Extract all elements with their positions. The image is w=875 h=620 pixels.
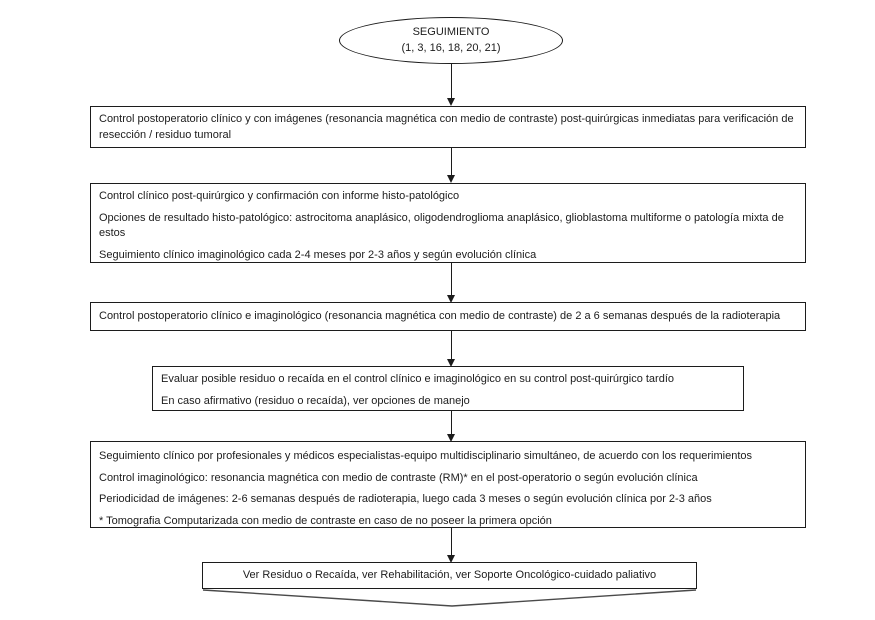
step-text-line: Ver Residuo o Recaída, ver Rehabilitació… <box>242 568 657 581</box>
step-text-line: En caso afirmativo (residuo o recaída), … <box>161 394 470 407</box>
flow-arrow-5 <box>446 411 455 442</box>
step-box-post-radiotherapy-control: Control postoperatorio clínico e imagino… <box>90 302 806 331</box>
step-box-histopathology: Control clínico post-quirúrgico y confir… <box>90 183 806 263</box>
flow-arrow-1 <box>446 64 455 106</box>
step-text-line: Evaluar posible residuo o recaída en el … <box>161 373 675 385</box>
flow-arrow-3 <box>446 263 455 303</box>
step-text-line: * Tomografia Computarizada con medio de … <box>99 514 552 527</box>
final-reference-box: Ver Residuo o Recaída, ver Rehabilitació… <box>202 562 697 589</box>
terminator-title: SEGUIMIENTO <box>412 26 490 39</box>
flow-arrow-2 <box>446 148 455 183</box>
step-box-postop-imaging: Control postoperatorio clínico y con imá… <box>90 106 806 148</box>
step-box-evaluate-residual-relapse: Evaluar posible residuo o recaída en el … <box>152 366 744 411</box>
step-text-line: Seguimiento clínico por profesionales y … <box>99 450 753 462</box>
banner-v-shape <box>202 589 697 607</box>
terminator-subtitle: (1, 3, 16, 18, 20, 21) <box>401 41 501 54</box>
step-text-line: Control postoperatorio clínico y con imá… <box>99 113 794 141</box>
step-text-line: Opciones de resultado histo-patológico: … <box>99 211 784 240</box>
step-text-line: Periodicidad de imágenes: 2-6 semanas de… <box>99 493 712 506</box>
step-text-line: Control clínico post-quirúrgico y confir… <box>99 190 460 202</box>
flow-arrow-6 <box>446 528 455 563</box>
step-text-line: Control postoperatorio clínico e imagino… <box>99 309 781 322</box>
step-box-multidisciplinary-followup: Seguimiento clínico por profesionales y … <box>90 441 806 528</box>
flow-arrow-4 <box>446 331 455 367</box>
step-text-line: Control imaginológico: resonancia magnét… <box>99 471 698 484</box>
step-text-line: Seguimiento clínico imaginológico cada 2… <box>99 248 537 261</box>
start-terminator: SEGUIMIENTO (1, 3, 16, 18, 20, 21) <box>339 17 563 64</box>
